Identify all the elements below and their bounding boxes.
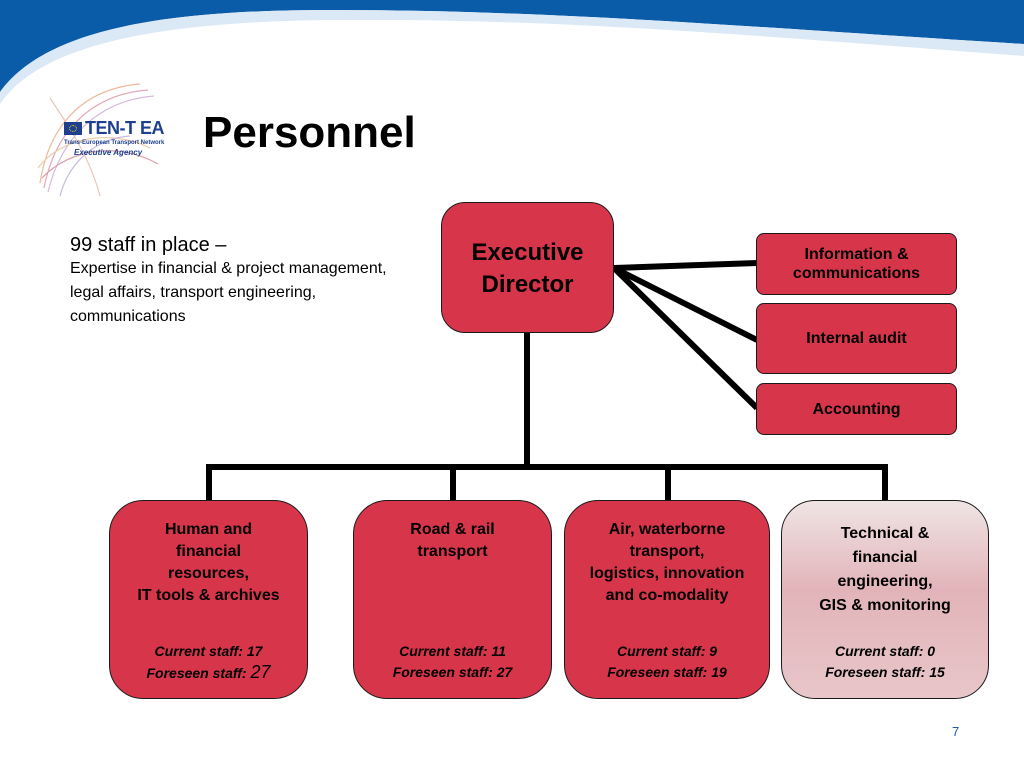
current-staff: Current staff: 11 xyxy=(399,643,506,659)
current-staff: Current staff: 9 xyxy=(616,643,718,659)
department-staff: Current staff: 0 Foreseen staff: 15 xyxy=(782,641,988,683)
intro-description: Expertise in financial & project managem… xyxy=(70,260,387,325)
intro-headline: 99 staff in place – xyxy=(70,234,227,256)
department-staff: Current staff: 11 Foreseen staff: 27 xyxy=(354,641,551,683)
eu-flag-icon xyxy=(64,122,82,135)
intro-text: 99 staff in place – Expertise in financi… xyxy=(70,233,410,329)
page-number: 7 xyxy=(952,724,960,739)
executive-director-box: Executive Director xyxy=(441,202,614,333)
side-unit-label: Internal audit xyxy=(806,330,907,347)
current-staff: Current staff: 17 xyxy=(154,643,263,659)
side-unit-information: Information & communications xyxy=(756,233,957,295)
foreseen-staff: Foreseen staff: 27 xyxy=(110,662,307,684)
department-staff: Current staff: 17 Foreseen staff: 27 xyxy=(110,641,307,684)
logo-main: TEN-T EA xyxy=(64,118,174,139)
side-unit-internal-audit: Internal audit xyxy=(756,303,957,374)
side-unit-label: Information & communications xyxy=(792,246,921,282)
side-unit-accounting: Accounting xyxy=(756,383,957,435)
department-human-financial: Human and financial resources, IT tools … xyxy=(109,500,308,699)
department-staff: Current staff: 9 Foreseen staff: 19 xyxy=(565,641,769,683)
department-name: Road & rail transport xyxy=(410,521,495,560)
department-name: Technical & financial engineering, GIS &… xyxy=(819,525,951,614)
logo-subtitle: Trans-European Transport Network xyxy=(64,140,165,146)
connector-exec-accounting xyxy=(611,265,760,411)
current-staff: Current staff: 0 xyxy=(834,643,936,659)
department-air-waterborne: Air, waterborne transport, logistics, in… xyxy=(564,500,770,699)
slide-title: Personnel xyxy=(203,108,416,157)
foreseen-staff: Foreseen staff: 27 xyxy=(392,664,513,680)
header-band xyxy=(0,0,1024,104)
connector-exec-audit xyxy=(612,265,759,343)
department-name: Air, waterborne transport, logistics, in… xyxy=(589,521,745,604)
logo-name: TEN-T EA xyxy=(85,118,165,138)
connector-exec-info xyxy=(613,260,758,271)
logo-swirl-icon xyxy=(37,83,159,197)
department-technical-financial: Technical & financial engineering, GIS &… xyxy=(781,500,989,699)
department-name: Human and financial resources, IT tools … xyxy=(137,521,280,604)
foreseen-staff-label: Foreseen staff: xyxy=(146,665,251,681)
foreseen-staff: Foreseen staff: 15 xyxy=(825,664,945,680)
logo: TEN-T EA Trans-European Transport Networ… xyxy=(30,78,180,200)
foreseen-staff-value: 27 xyxy=(250,662,271,682)
side-unit-label: Accounting xyxy=(812,400,901,418)
department-road-rail: Road & rail transport Current staff: 11 … xyxy=(353,500,552,699)
foreseen-staff: Foreseen staff: 19 xyxy=(607,664,727,680)
logo-tagline: Executive Agency xyxy=(74,148,143,157)
